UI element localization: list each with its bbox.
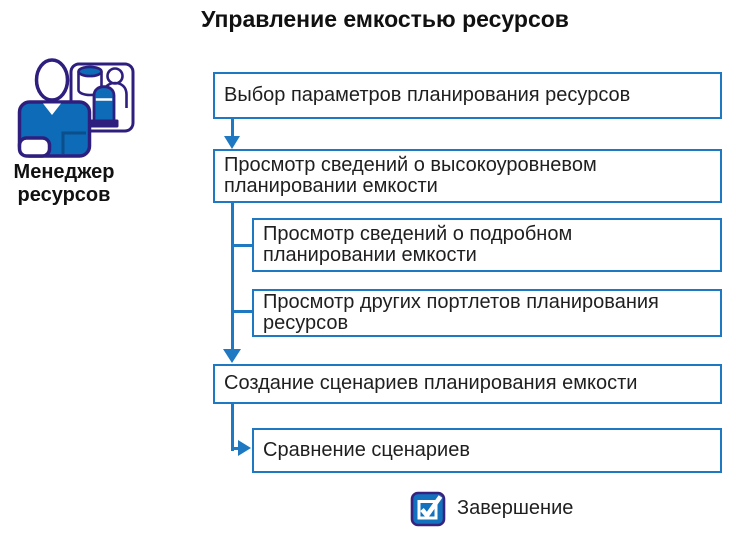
connector-stub-step4	[231, 310, 252, 313]
arrowhead-step6	[238, 440, 251, 456]
actor-label: Менеджер ресурсов	[13, 161, 115, 206]
step-view-other-portlets: Просмотр других портлетов планирования р…	[252, 289, 722, 337]
step-label: Просмотр сведений о высокоуровневом план…	[224, 153, 597, 197]
step-select-planning-parameters: Выбор параметров планирования ресурсов	[213, 72, 722, 119]
connector-trunk-step2-step5	[231, 203, 234, 350]
step-view-detailed-capacity-planning: Просмотр сведений о подробном планирован…	[252, 218, 722, 272]
step-label: Выбор параметров планирования ресурсов	[224, 83, 631, 106]
person-group	[17, 58, 92, 158]
arrowhead-step5	[223, 349, 241, 363]
step-view-highlevel-capacity-planning: Просмотр сведений о высокоуровневом план…	[213, 149, 722, 203]
connector-stub-step3	[231, 244, 252, 247]
step-label: Просмотр сведений о подробном планирован…	[263, 222, 573, 266]
checkbox-checked-icon	[410, 491, 446, 532]
step-compare-scenarios: Сравнение сценариев	[252, 428, 722, 473]
connector-line-step5-step6	[231, 404, 234, 451]
step-label: Создание сценариев планирования емкости	[224, 372, 638, 395]
resource-manager-icon	[14, 57, 140, 168]
completion-label: Завершение	[457, 497, 574, 519]
connector-line-step1-step2	[231, 119, 234, 137]
connector-elbow-step6	[231, 447, 239, 450]
arrowhead-step1-step2	[224, 136, 240, 149]
step-label: Просмотр других портлетов планирования р…	[263, 290, 659, 334]
step-label: Сравнение сценариев	[263, 438, 470, 461]
step-create-capacity-scenarios: Создание сценариев планирования емкости	[213, 364, 722, 404]
diagram-title: Управление емкостью ресурсов	[201, 6, 569, 32]
